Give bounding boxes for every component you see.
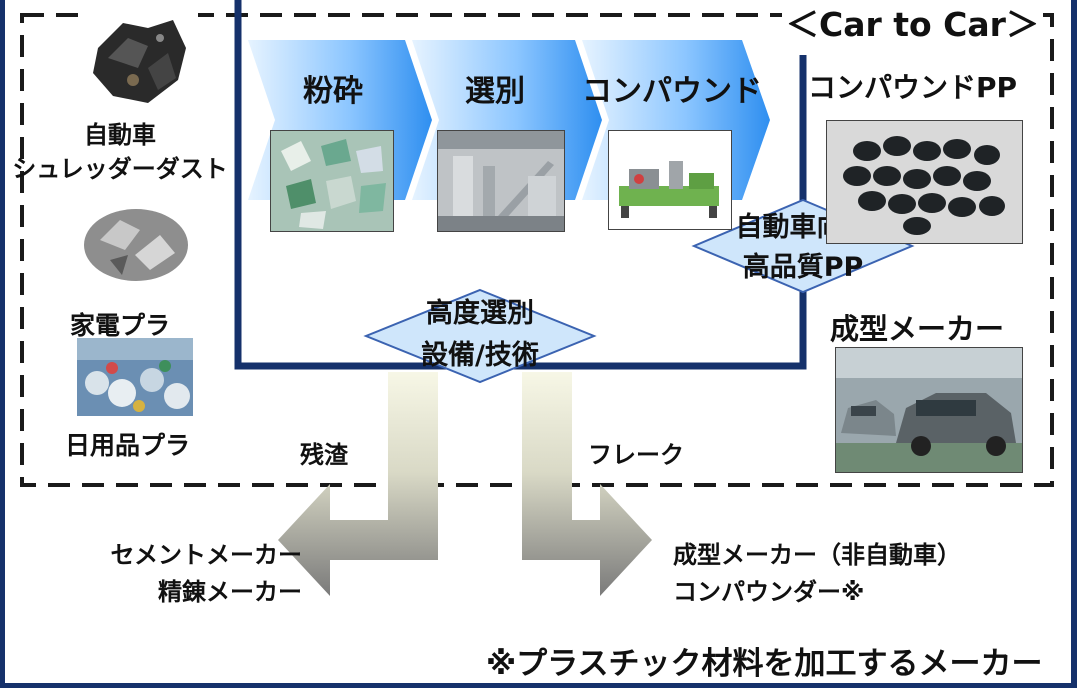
footnote: ※プラスチック材料を加工するメーカー bbox=[486, 646, 1043, 682]
compounding-machine-photo bbox=[608, 130, 732, 230]
household-plastic-photo bbox=[77, 338, 193, 416]
input-label-shredder-dust: 自動車 シュレッダーダスト bbox=[12, 121, 228, 183]
step-label-sorting: 選別 bbox=[465, 74, 525, 109]
tech-badge-diamond bbox=[363, 288, 597, 384]
shredder-dust-photo bbox=[78, 8, 198, 108]
crushing-photo bbox=[270, 130, 394, 232]
flake-destination: 成型メーカー（非自動車） コンパウンダー※ bbox=[673, 541, 961, 606]
residue-destination: セメントメーカー 精錬メーカー bbox=[110, 541, 302, 606]
compound-pp-label: コンパウンドPP bbox=[808, 71, 1018, 104]
step-label-compound: コンパウンド bbox=[582, 74, 762, 109]
input-label-appliance: 家電プラ bbox=[70, 311, 171, 340]
car-factory-photo bbox=[835, 347, 1023, 473]
sorting-plant-photo bbox=[437, 130, 565, 232]
compound-pp-pellets-photo bbox=[826, 120, 1023, 244]
car-to-car-label: ＜Car to Car＞ bbox=[782, 0, 1043, 46]
flake-arrow bbox=[522, 372, 652, 596]
step-label-crushing: 粉砕 bbox=[303, 74, 363, 109]
tech-badge-text: 高度選別 設備/技術 bbox=[421, 298, 539, 371]
input-label-household: 日用品プラ bbox=[65, 431, 191, 460]
flake-label: フレーク bbox=[588, 441, 684, 469]
molder-label: 成型メーカー bbox=[830, 312, 1005, 346]
residue-arrow bbox=[278, 372, 438, 596]
appliance-plastic-photo bbox=[80, 195, 192, 285]
residue-label: 残渣 bbox=[300, 441, 348, 469]
